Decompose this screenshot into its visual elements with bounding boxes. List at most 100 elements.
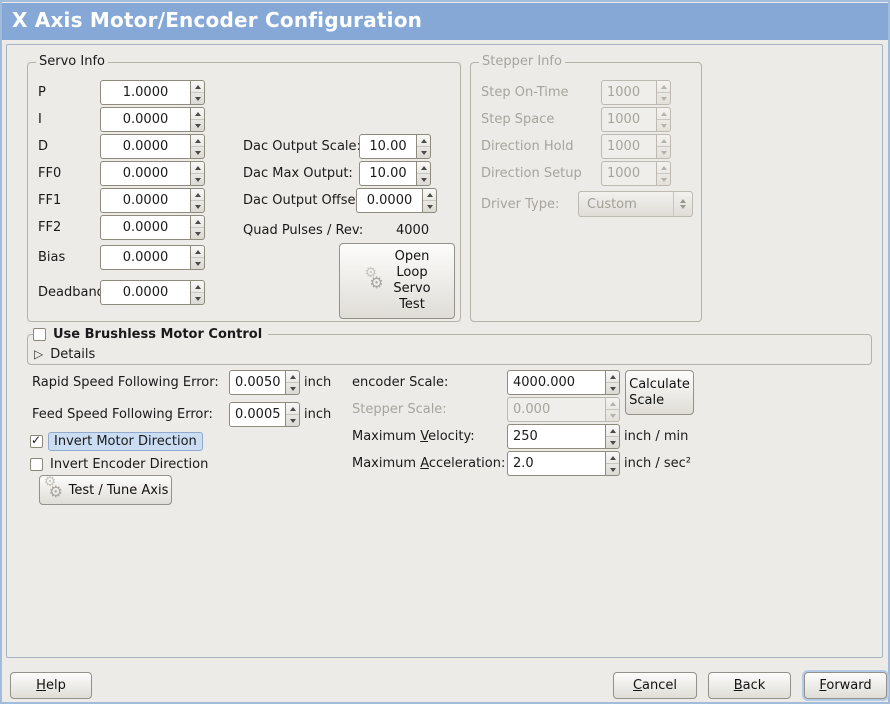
cancel-button-label: Cancel: [632, 678, 678, 693]
spin-down-button[interactable]: [191, 173, 204, 185]
direction-hold-spinbox: [601, 134, 671, 159]
spin-buttons: [656, 161, 671, 186]
maximum-velocity-input[interactable]: [507, 424, 605, 449]
up-arrow-icon: [194, 192, 201, 197]
spin-down-button[interactable]: [423, 200, 436, 212]
spin-up-button[interactable]: [191, 216, 204, 227]
brushless-frame: Use Brushless Motor Control ▷ Details: [27, 327, 872, 365]
field-label: Step Space: [481, 112, 555, 127]
spin-buttons: [190, 80, 205, 105]
spin-down-button[interactable]: [286, 414, 299, 426]
spin-up-button[interactable]: [191, 162, 204, 173]
test-tune-axis-label: Test / Tune Axis: [68, 482, 169, 498]
deadband-input[interactable]: [100, 280, 190, 305]
checkmark-icon: ✓: [31, 432, 42, 447]
driver-type-select: Custom: [578, 191, 693, 217]
dac-output-offset-input[interactable]: [356, 188, 422, 213]
details-expander[interactable]: ▷ Details: [34, 346, 95, 362]
spin-buttons: [605, 397, 620, 422]
spin-up-button[interactable]: [191, 108, 204, 119]
spin-up-button[interactable]: [286, 371, 299, 382]
spin-down-button[interactable]: [417, 173, 430, 185]
help-button-label: Help: [36, 678, 66, 693]
maximum-acceleration-input[interactable]: [507, 451, 605, 476]
spin-up-button: [657, 135, 670, 146]
invert-motor-checkbox[interactable]: ✓: [30, 432, 43, 448]
dac-max-output-input[interactable]: [359, 161, 416, 186]
use-brushless-checkbox[interactable]: [33, 328, 46, 341]
spin-up-button[interactable]: [191, 246, 204, 257]
spin-up-button[interactable]: [286, 403, 299, 414]
spin-buttons: [416, 161, 431, 186]
down-arrow-icon: [289, 386, 296, 391]
ff1-input[interactable]: [100, 188, 190, 213]
test-tune-axis-button[interactable]: ⚙ ⚙ Test / Tune Axis: [39, 474, 172, 505]
stepper-scale-label: Stepper Scale:: [352, 402, 447, 417]
expander-icon[interactable]: ▷: [34, 347, 44, 361]
encoder-scale-input[interactable]: [507, 370, 605, 395]
up-arrow-icon: [420, 138, 427, 143]
cancel-button[interactable]: Cancel: [613, 672, 697, 699]
spin-up-button[interactable]: [191, 81, 204, 92]
spin-down-button[interactable]: [191, 92, 204, 104]
invert-motor-label: Invert Motor Direction: [48, 431, 203, 451]
invert-encoder-checkbox[interactable]: [30, 457, 43, 471]
spin-buttons: [190, 280, 205, 305]
spin-down-button: [657, 173, 670, 185]
back-button-label: Back: [733, 678, 766, 693]
d-input[interactable]: [100, 134, 190, 159]
spin-up-button: [606, 398, 619, 409]
spin-down-button[interactable]: [286, 382, 299, 394]
spin-buttons: [656, 134, 671, 159]
spin-down-button[interactable]: [191, 292, 204, 304]
spin-buttons: [190, 134, 205, 159]
spin-up-button[interactable]: [191, 135, 204, 146]
spin-down-button[interactable]: [606, 463, 619, 475]
spin-down-button[interactable]: [191, 146, 204, 158]
open-loop-servo-test-button[interactable]: ⚙ ⚙ Open Loop Servo Test: [339, 243, 455, 319]
spin-down-button[interactable]: [191, 200, 204, 212]
spin-up-button[interactable]: [191, 189, 204, 200]
spin-buttons: [285, 370, 300, 395]
dac-output-scale-input[interactable]: [359, 134, 416, 159]
use-brushless-checkbox-row[interactable]: Use Brushless Motor Control: [33, 327, 269, 342]
field-label: Dac Max Output:: [243, 166, 353, 181]
feed-following-error-input[interactable]: [229, 402, 285, 427]
spin-up-button[interactable]: [606, 452, 619, 463]
step-on-time-spinbox: [601, 80, 671, 105]
spin-down-button[interactable]: [191, 257, 204, 269]
ff0-input[interactable]: [100, 161, 190, 186]
bias-input[interactable]: [100, 245, 190, 270]
spin-up-button[interactable]: [417, 135, 430, 146]
spin-up-button[interactable]: [423, 189, 436, 200]
spin-up-button[interactable]: [606, 425, 619, 436]
spin-down-button[interactable]: [191, 119, 204, 131]
i-input[interactable]: [100, 107, 190, 132]
invert-motor-row[interactable]: ✓ Invert Motor Direction: [30, 431, 203, 451]
back-button[interactable]: Back: [708, 672, 791, 699]
down-arrow-icon: [420, 177, 427, 182]
gears-icon: ⚙ ⚙: [364, 265, 384, 292]
down-arrow-icon: [194, 150, 201, 155]
maximum-acceleration-label: Maximum Acceleration:: [352, 456, 506, 471]
invert-encoder-row[interactable]: Invert Encoder Direction: [30, 454, 208, 474]
spin-down-button[interactable]: [417, 146, 430, 158]
ff2-input[interactable]: [100, 215, 190, 240]
encoder-scale-spinbox: [507, 370, 620, 395]
spin-up-button[interactable]: [191, 281, 204, 292]
rapid-following-error-input[interactable]: [229, 370, 285, 395]
calculate-scale-button[interactable]: Calculate Scale: [625, 370, 694, 415]
spin-down-button[interactable]: [606, 382, 619, 394]
spin-down-button[interactable]: [606, 436, 619, 448]
forward-button[interactable]: Forward: [804, 672, 887, 699]
help-button[interactable]: Help: [10, 672, 92, 699]
dac-output-offset-spinbox: [356, 188, 437, 213]
maximum-acceleration-unit: inch / sec²: [624, 456, 692, 471]
spin-buttons: [190, 107, 205, 132]
down-arrow-icon: [194, 204, 201, 209]
spin-up-button[interactable]: [606, 371, 619, 382]
spin-up-button[interactable]: [417, 162, 430, 173]
p-input[interactable]: [100, 80, 190, 105]
spin-down-button[interactable]: [191, 227, 204, 239]
